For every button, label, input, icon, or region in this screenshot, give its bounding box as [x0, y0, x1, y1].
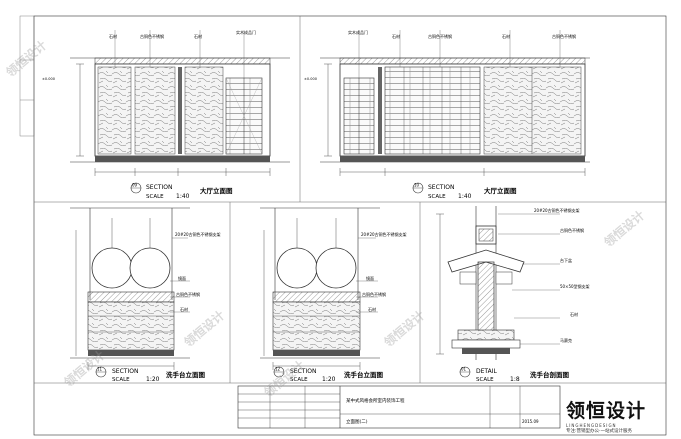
view-title: 大厅立面图 [484, 186, 517, 195]
scale-label: SCALE [290, 377, 308, 383]
label-steel: 古铜色不锈钢 [560, 227, 584, 233]
label-basin: 台下盆 [560, 257, 572, 263]
view-title: 洗手台立面图 [344, 370, 384, 379]
label-steel-frame: 20#20古铜色不锈钢支架 [175, 231, 221, 237]
scale-label: SCALE [146, 194, 164, 200]
elevation-11: 20#20古铜色不锈钢支架 镜面 古铜色不锈钢 石材 11 SECTION SC… [70, 207, 221, 383]
label-steel: 古铜色不锈钢 [552, 33, 576, 39]
view-type: SECTION [146, 184, 172, 191]
brand-subtitle: LINGHENGDESIGN [566, 423, 617, 428]
view-title: 洗手台剖面图 [530, 370, 570, 379]
scale-value: 1:20 [146, 376, 160, 383]
project-name: 某中式风格会所室内装饰工程 [346, 397, 405, 404]
label-door: 实木成品门 [348, 29, 368, 35]
brand-logo: 领恒设计 LINGHENGDESIGN 专注:营销型办公·一站式设计服务 [566, 396, 672, 434]
label-stone: 石材 [570, 311, 578, 317]
label-mosaic: 马赛克 [560, 337, 572, 343]
label-stone: 石材 [502, 33, 510, 39]
label-door: 实木成品门 [236, 29, 256, 35]
label-stone: 石材 [392, 33, 400, 39]
scale-value: 1:20 [322, 376, 336, 383]
sheet-border [33, 15, 667, 436]
view-number: 09 [132, 183, 138, 188]
label-mirror: 镜面 [178, 275, 186, 281]
label-steel-frame: 20#20古铜色不锈钢支架 [361, 231, 407, 237]
elevation-10: 实木成品门 石材 古铜色不锈钢 石材 古铜色不锈钢 ±0.000 10 SECT… [304, 29, 590, 200]
view-number: 10 [414, 183, 420, 188]
view-title: 洗手台立面图 [166, 370, 206, 379]
label-profile: 50×50型钢支架 [560, 283, 590, 289]
label-steel: 古铜色不锈钢 [362, 291, 386, 297]
brand-name: 领恒设计 [566, 400, 647, 422]
view-number: 11 [97, 367, 103, 372]
drawing-name: 立面图(二) [346, 418, 368, 425]
scale-value: 1:40 [458, 193, 472, 200]
view-title: 大厅立面图 [200, 186, 233, 195]
view-number: 12 [275, 367, 281, 372]
label-stone: 石材 [194, 33, 202, 39]
brand-slogan: 专注:营销型办公·一站式设计服务 [566, 429, 632, 434]
label-stone: 石材 [180, 306, 188, 312]
section-detail-01: 20#20古铜色不锈钢支架 古铜色不锈钢 台下盆 50×50型钢支架 石材 马赛… [436, 206, 590, 383]
title-block: 某中式风格会所室内装饰工程 立面图(二) 2015.09 [237, 385, 561, 429]
view-type: SECTION [290, 368, 316, 375]
label-steel: 古铜色不锈钢 [140, 33, 164, 39]
label-level: ±0.000 [42, 77, 55, 81]
label-level: ±0.000 [304, 77, 317, 81]
label-steel: 古铜色不锈钢 [428, 33, 452, 39]
elevation-09: 石材 古铜色不锈钢 石材 实木成品门 ±0.000 09 SECTION SCA… [42, 29, 290, 200]
label-steel: 古铜色不锈钢 [176, 291, 200, 297]
scale-label: SCALE [428, 194, 446, 200]
label-stone: 石材 [109, 33, 117, 39]
view-type: SECTION [112, 368, 138, 375]
drawing-number: 2015.09 [522, 419, 539, 424]
view-number: 01 [461, 367, 467, 372]
scale-value: 1:8 [510, 376, 520, 383]
elevation-12: 20#20古铜色不锈钢支架 镜面 古铜色不锈钢 石材 12 SECTION SC… [260, 207, 407, 383]
label-stone: 石材 [368, 306, 376, 312]
label-mirror: 镜面 [366, 275, 374, 281]
label-steel-frame: 20#20古铜色不锈钢支架 [534, 207, 580, 213]
view-type: SECTION [428, 184, 454, 191]
view-type: DETAIL [476, 368, 497, 375]
scale-label: SCALE [476, 377, 494, 383]
scale-label: SCALE [112, 377, 130, 383]
scale-value: 1:40 [176, 193, 190, 200]
